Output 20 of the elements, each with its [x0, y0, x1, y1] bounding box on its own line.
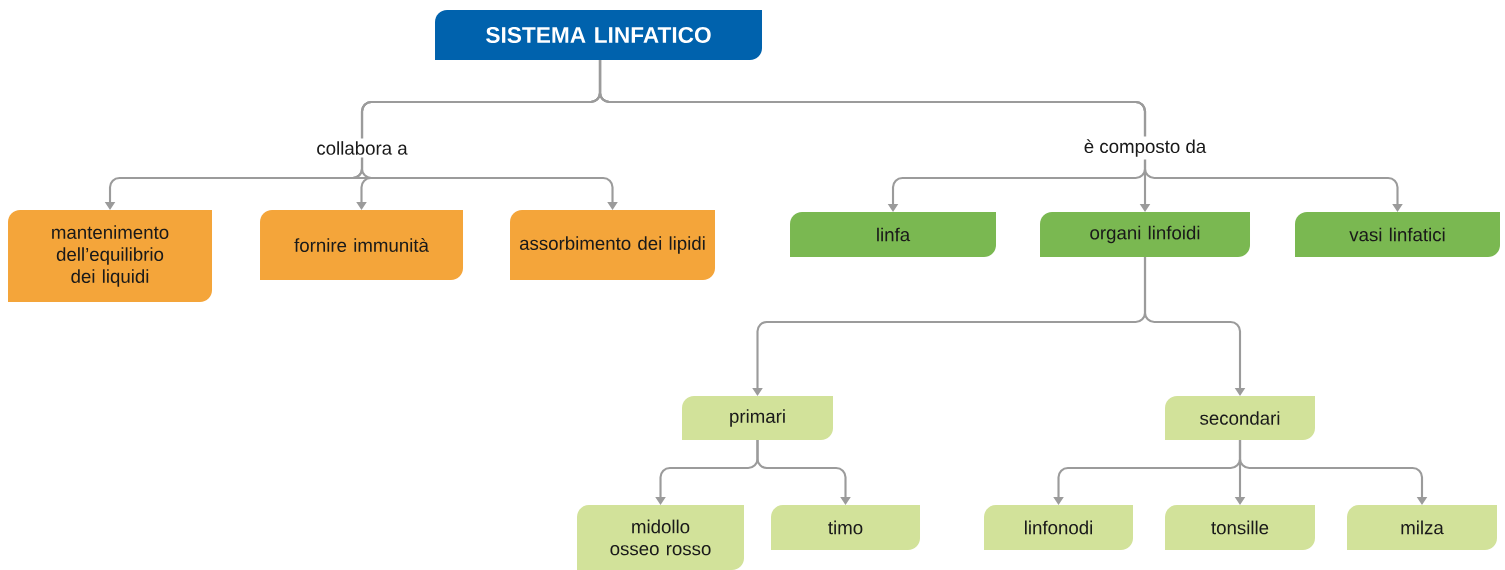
concept-box: milza [1347, 505, 1497, 550]
concept-box: tonsille [1165, 505, 1315, 550]
edge-label: collabora a [313, 138, 411, 158]
edge-label: è composto da [1081, 136, 1209, 160]
concept-box: fornire immunità [260, 210, 463, 280]
concept-box: primari [682, 396, 833, 440]
arrow [598, 60, 1403, 212]
concept-box: timo [771, 505, 920, 550]
concept-box: linfa [790, 212, 996, 257]
concept-box: linfonodi [984, 505, 1133, 550]
arrow [756, 440, 851, 505]
concept-box: mantenimento dell’equilibrio dei liquidi [8, 210, 212, 302]
title-box: SISTEMA LINFATICO [435, 10, 762, 60]
concept-box: vasi linfatici [1295, 212, 1500, 257]
concept-box: assorbimento dei lipidi [510, 210, 715, 280]
arrow [1143, 257, 1246, 396]
concept-box: midollo osseo rosso [577, 505, 744, 570]
concept-box: secondari [1165, 396, 1315, 440]
arrow [1238, 440, 1428, 505]
concept-box: organi linfoidi [1040, 212, 1250, 257]
